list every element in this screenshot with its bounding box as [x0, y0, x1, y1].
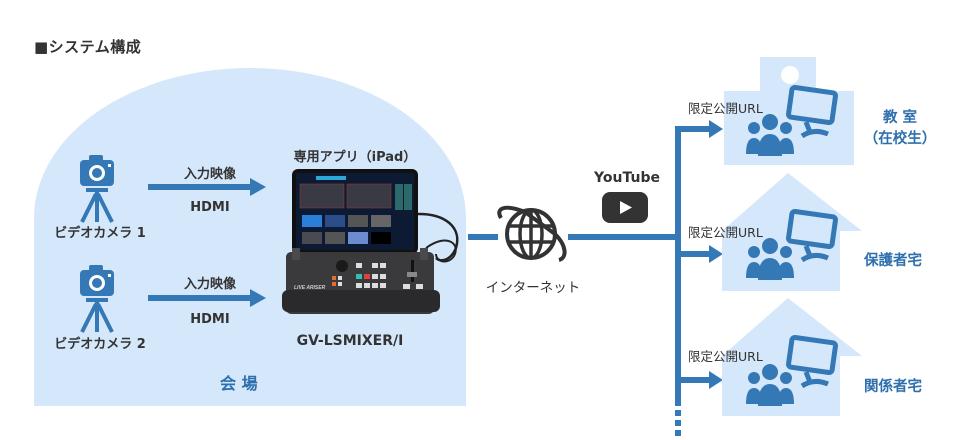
- destination-2-name: 保護者宅: [864, 253, 922, 269]
- arrow-to-stakeholders: [709, 371, 723, 389]
- audience-with-monitor-icon: [746, 208, 838, 280]
- camera-2-label: ビデオカメラ 2: [54, 337, 146, 352]
- arrow-camera-2: [148, 289, 266, 307]
- destination-3-name: 関係者宅: [864, 379, 922, 395]
- camera-1-label: ビデオカメラ 1: [54, 226, 146, 241]
- video-camera-icon: [80, 265, 114, 333]
- audience-with-monitor-icon: [746, 334, 838, 406]
- mixer-with-ipad-image: LIVE ARISER: [282, 169, 459, 314]
- app-label: 専用アプリ（iPad）: [293, 150, 417, 165]
- url-label-3: 限定公開URL: [688, 349, 763, 364]
- hdmi-label-2: HDMI: [190, 312, 230, 327]
- mixer-panel-text: LIVE ARISER: [294, 285, 326, 291]
- globe-icon: [497, 205, 567, 262]
- youtube-label: YouTube: [594, 170, 660, 186]
- internet-label: インターネット: [485, 280, 581, 296]
- device-model-label: GV-LSMIXER/I: [296, 333, 404, 349]
- audience-with-monitor-icon: [746, 84, 838, 156]
- youtube-play-icon: [602, 192, 648, 223]
- trunk-line: [675, 126, 681, 406]
- arrow-to-parents: [709, 245, 723, 263]
- arrow-camera-1: [148, 178, 266, 196]
- video-camera-icon: [80, 155, 114, 223]
- line-mixer-to-internet: [468, 234, 498, 240]
- destination-1-subname: （在校生）: [863, 131, 937, 147]
- venue-label: 会 場: [220, 374, 258, 393]
- signal-label-2: 入力映像: [183, 277, 236, 292]
- url-label-1: 限定公開URL: [688, 101, 763, 116]
- line-internet-to-trunk: [568, 234, 681, 240]
- signal-label-1: 入力映像: [183, 167, 236, 182]
- hdmi-label-1: HDMI: [190, 200, 230, 215]
- url-label-2: 限定公開URL: [688, 225, 763, 240]
- destination-1-name: 教 室: [882, 110, 918, 126]
- section-title: ■システム構成: [34, 38, 142, 56]
- arrow-to-classroom: [709, 120, 723, 138]
